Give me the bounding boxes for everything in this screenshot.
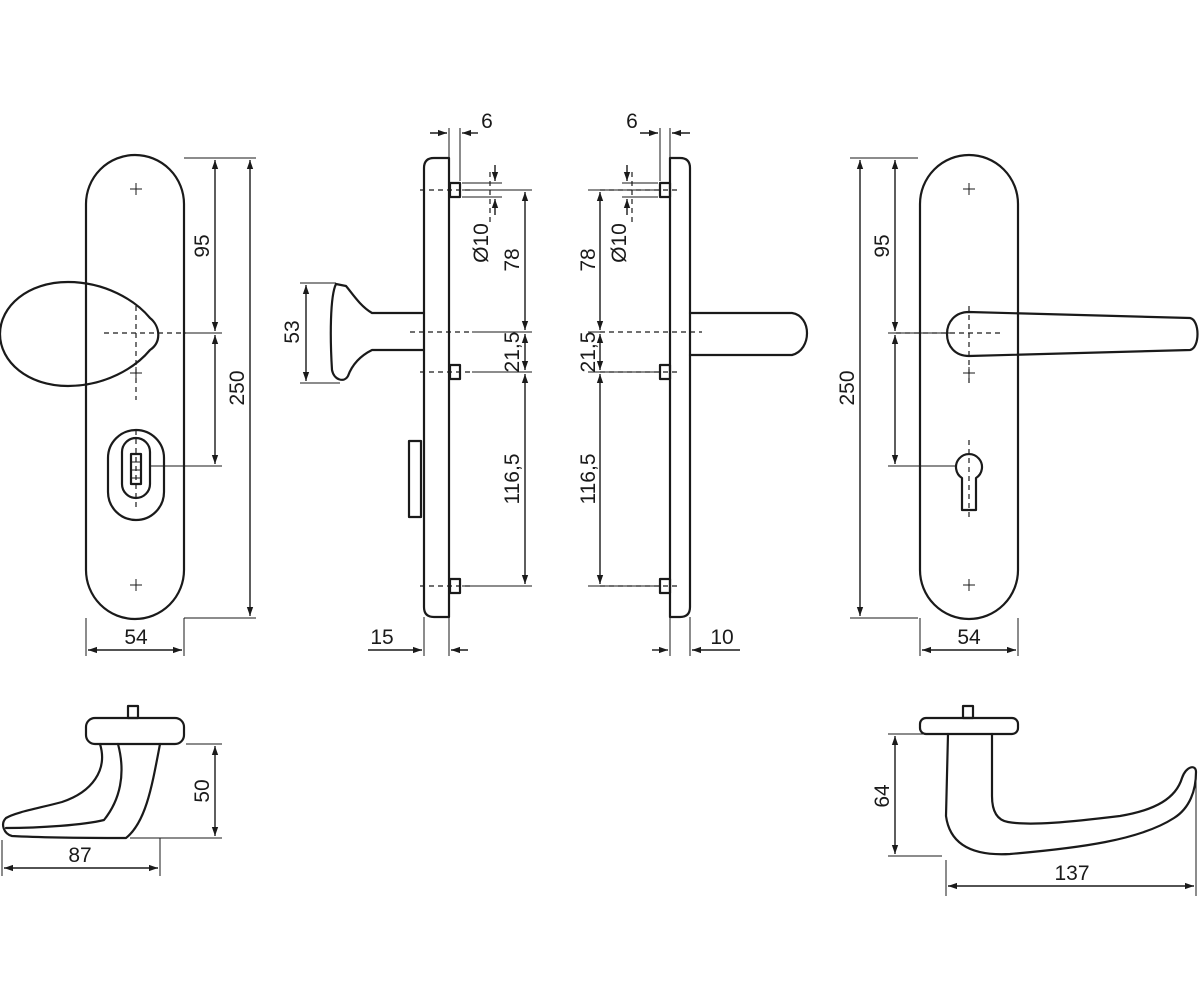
dim-side-left-116-5: 116,5 [501,454,524,505]
dim-side-right-116-5: 116,5 [577,454,600,505]
dim-lever-plate-54: 54 [957,626,981,649]
dim-side-right-6: 6 [626,110,638,133]
dim-side-left-53: 53 [281,320,304,343]
dim-side-left-15: 15 [370,626,393,649]
front-view-lever-plate: 95 250 54 [836,153,1199,656]
dim-side-right-10: 10 [710,626,733,649]
dim-knob-top-87: 87 [68,844,91,867]
side-view-lever-plate: 6 Ø10 78 21,5 116,5 10 [577,110,808,656]
dim-knob-top-50: 50 [191,779,214,802]
dim-side-left-6: 6 [481,110,493,133]
side-view-knob-plate: 6 Ø10 78 21,5 116,5 53 15 [281,110,532,656]
dim-lever-top-64: 64 [871,784,894,808]
dim-knob-plate-95: 95 [191,234,214,257]
dim-lever-top-137: 137 [1054,862,1089,885]
dim-side-left-d10: Ø10 [470,223,493,263]
front-view-knob-plate: 95 250 54 [0,153,256,656]
dim-lever-plate-250: 250 [836,370,859,405]
dim-knob-plate-250: 250 [226,370,249,405]
dim-lever-plate-95: 95 [871,234,894,257]
top-view-lever: 64 137 [871,704,1198,896]
dim-side-right-78: 78 [577,248,600,271]
dim-knob-plate-54: 54 [124,626,148,649]
dim-side-right-21-5: 21,5 [577,332,600,373]
dim-side-left-21-5: 21,5 [501,332,524,373]
dim-side-left-78: 78 [501,248,524,271]
dim-side-right-d10: Ø10 [608,223,631,263]
top-view-knob: 50 87 [1,704,222,876]
